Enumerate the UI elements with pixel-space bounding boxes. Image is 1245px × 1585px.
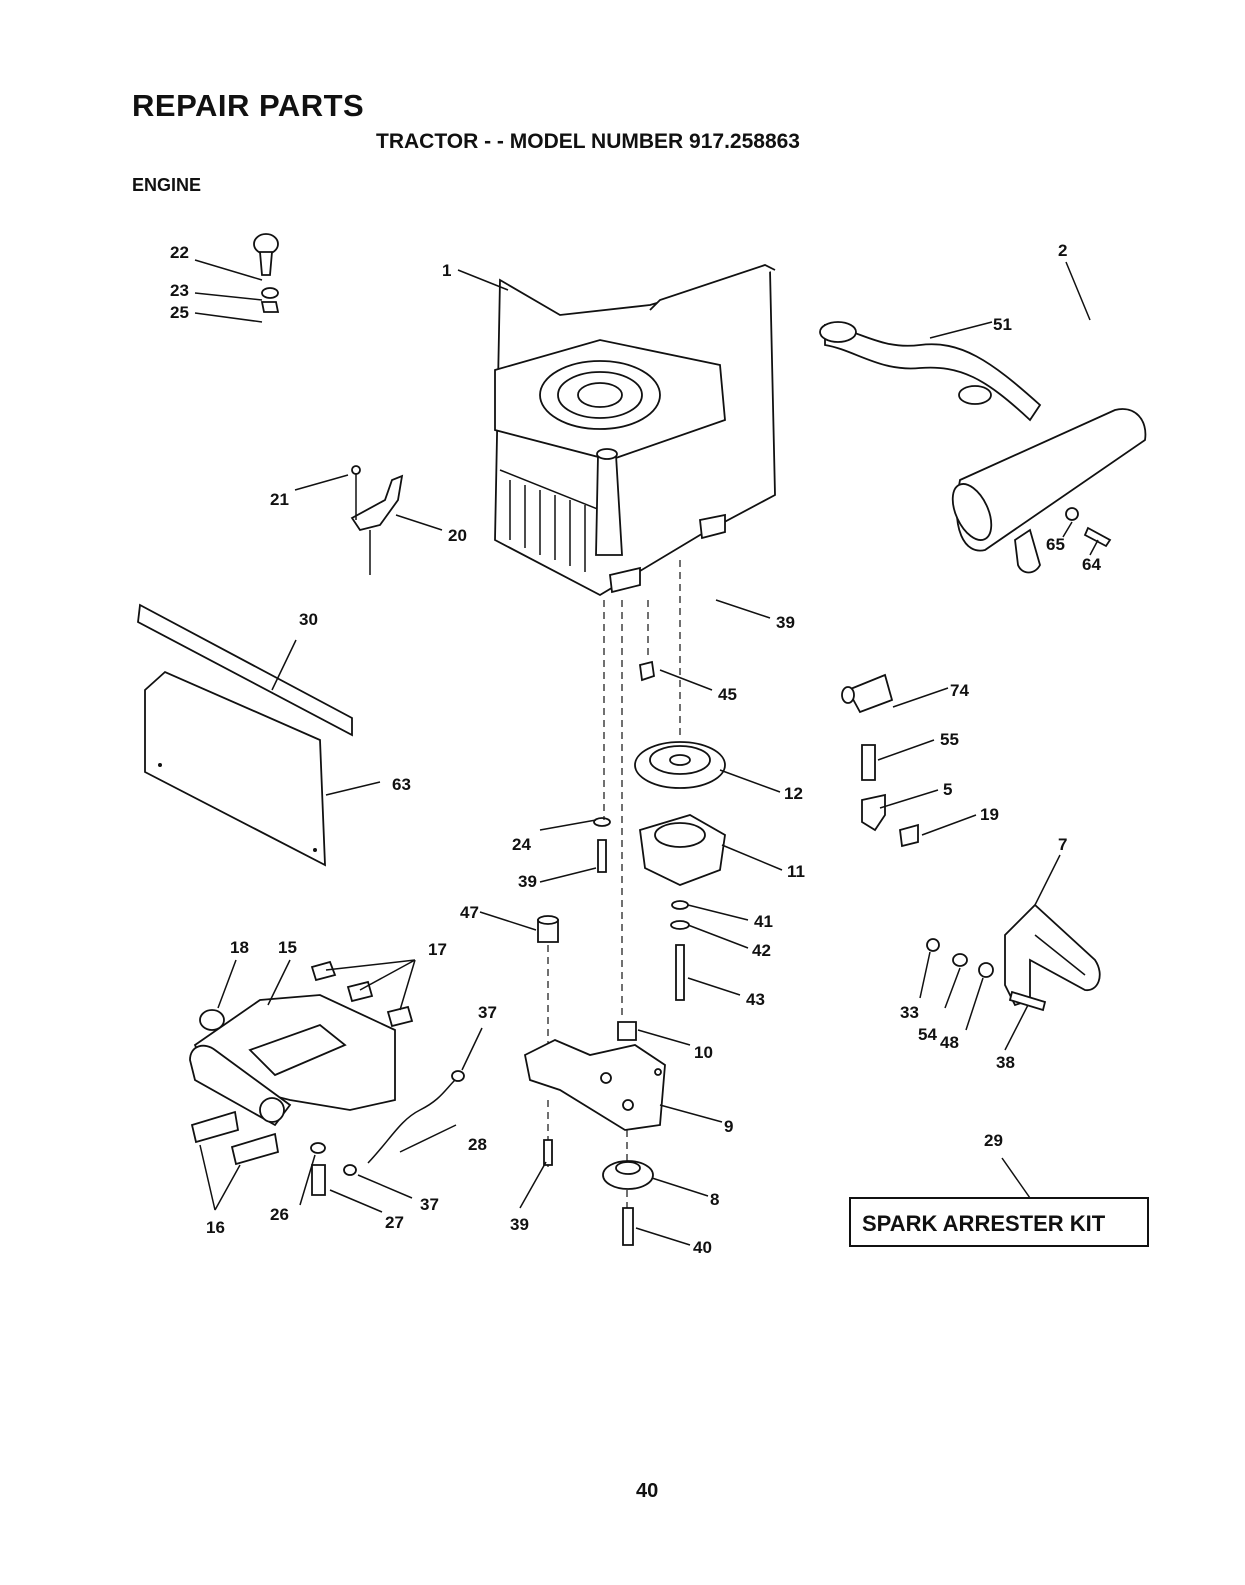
callout-10: 10 (694, 1043, 713, 1062)
callout-39-clutch: 39 (518, 872, 537, 891)
exhaust-pipe (820, 322, 1040, 420)
callout-74: 74 (950, 681, 969, 700)
callout-37-lower: 37 (420, 1195, 439, 1214)
callout-51: 51 (993, 315, 1012, 334)
callout-33: 33 (900, 1003, 919, 1022)
callout-48: 48 (940, 1033, 959, 1052)
callout-40: 40 (693, 1238, 712, 1257)
callout-39-engine: 39 (776, 613, 795, 632)
callout-20: 20 (448, 526, 467, 545)
spark-arrester-kit-label: SPARK ARRESTER KIT (862, 1211, 1106, 1236)
callout-55: 55 (940, 730, 959, 749)
callout-64: 64 (1082, 555, 1101, 574)
callout-12: 12 (784, 784, 803, 803)
callout-26: 26 (270, 1205, 289, 1224)
callout-43: 43 (746, 990, 765, 1009)
oil-drain (842, 675, 918, 846)
callout-38: 38 (996, 1053, 1015, 1072)
heat-shield (138, 605, 352, 865)
callout-65: 65 (1046, 535, 1065, 554)
spark-arrester-kit-box: SPARK ARRESTER KIT (850, 1198, 1148, 1246)
callout-37-upper: 37 (478, 1003, 497, 1022)
callout-22: 22 (170, 243, 189, 262)
callout-23: 23 (170, 281, 189, 300)
callout-18: 18 (230, 938, 249, 957)
callout-27: 27 (385, 1213, 404, 1232)
callout-15: 15 (278, 938, 297, 957)
callout-17: 17 (428, 940, 447, 959)
page-number: 40 (636, 1480, 658, 1503)
engine-block (495, 265, 775, 595)
callout-7: 7 (1058, 835, 1067, 854)
callout-25: 25 (170, 303, 189, 322)
callout-45: 45 (718, 685, 737, 704)
callout-11: 11 (787, 862, 805, 881)
callout-16: 16 (206, 1218, 225, 1237)
callout-24: 24 (512, 835, 531, 854)
muffler-bracket (927, 905, 1100, 1010)
idler-bracket (525, 1040, 665, 1245)
callout-28: 28 (468, 1135, 487, 1154)
callout-54: 54 (918, 1025, 937, 1044)
callout-2: 2 (1058, 241, 1067, 260)
callout-30: 30 (299, 610, 318, 629)
callout-5: 5 (943, 780, 952, 799)
callout-47: 47 (460, 903, 479, 922)
callout-19: 19 (980, 805, 999, 824)
air-cleaner (190, 962, 464, 1195)
callout-9: 9 (724, 1117, 733, 1136)
callout-1: 1 (442, 261, 451, 280)
throttle-bracket (352, 466, 402, 575)
callout-41: 41 (754, 912, 773, 931)
callout-42: 42 (752, 941, 771, 960)
callout-29: 29 (984, 1131, 1003, 1150)
callout-39-bracket: 39 (510, 1215, 529, 1234)
callout-21: 21 (270, 490, 289, 509)
callout-8: 8 (710, 1190, 719, 1209)
clutch-assembly (538, 560, 725, 1240)
callout-63: 63 (392, 775, 411, 794)
choke-knob (254, 234, 278, 312)
